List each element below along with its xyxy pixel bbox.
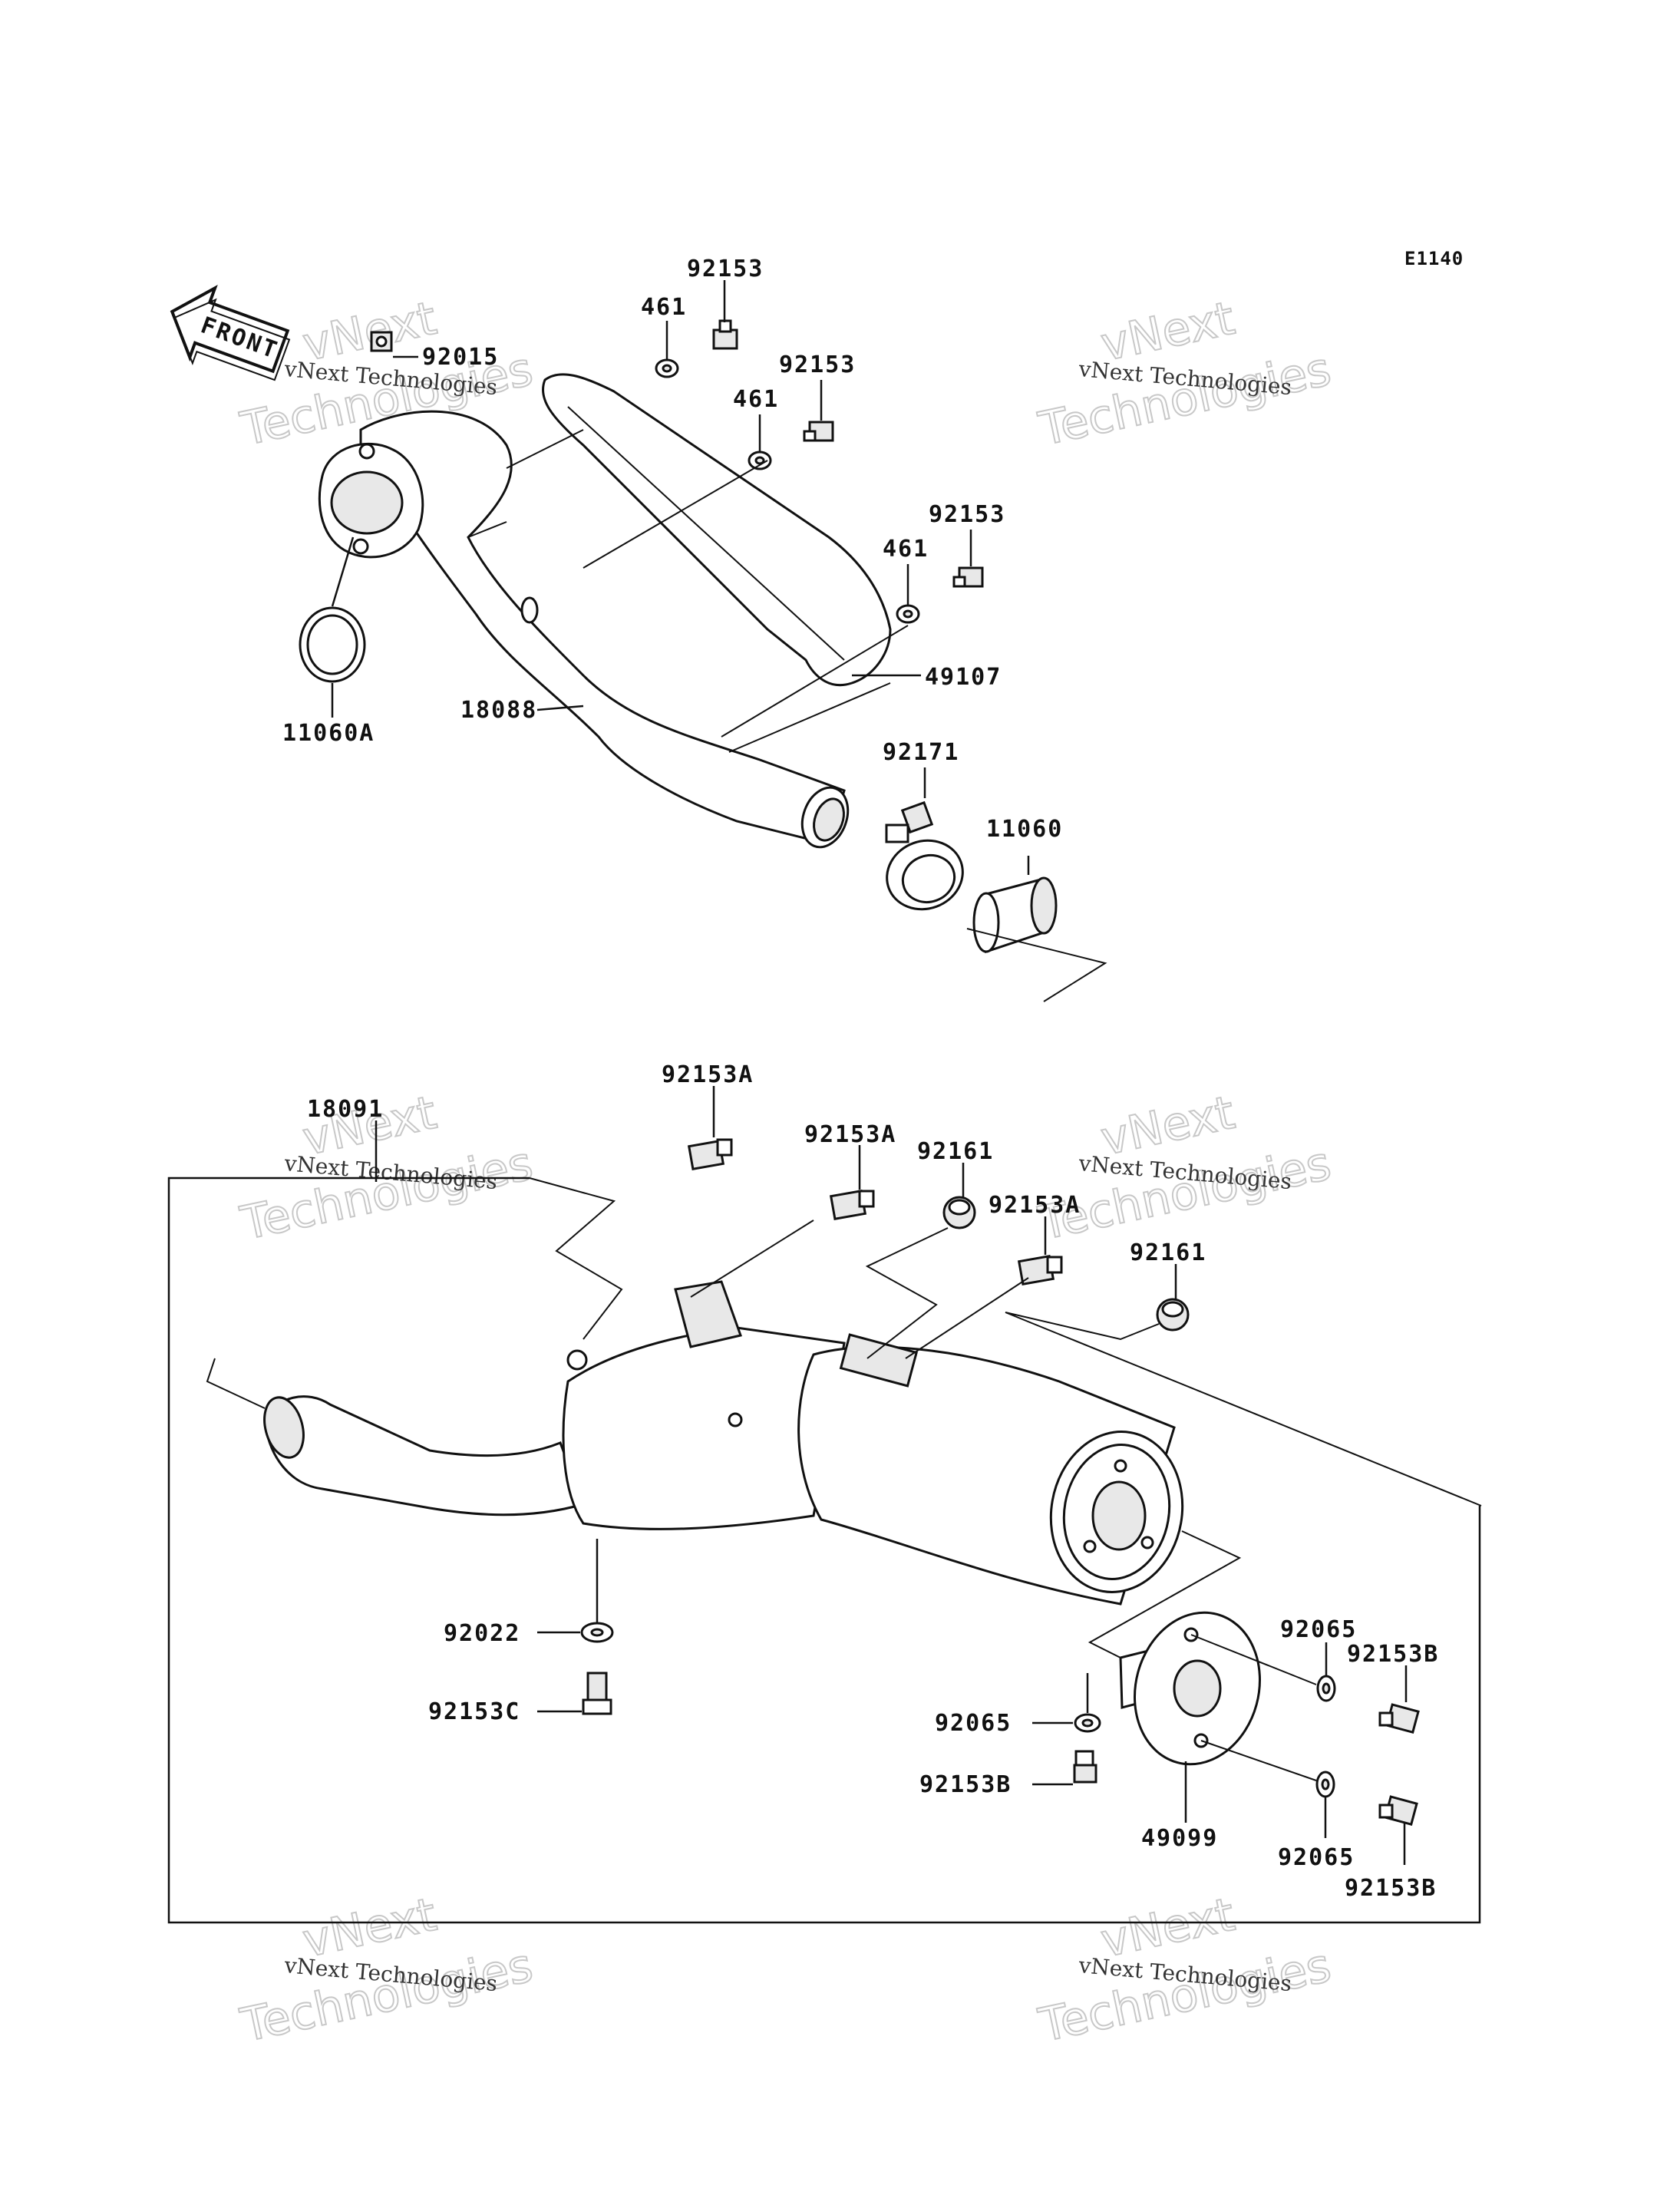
diagram-code: E1140	[1404, 248, 1464, 269]
label-92153a: 92153A	[804, 1121, 896, 1148]
grommet-92161-2	[1156, 1298, 1190, 1332]
washer-92065-2	[1316, 1675, 1336, 1702]
label-92153b: 92153B	[1345, 1875, 1437, 1902]
watermark-mid-right: vNext Technologies vNext Technologies	[1034, 1085, 1337, 1252]
label-92153b: 92153B	[1347, 1641, 1439, 1668]
label-92065: 92065	[1278, 1844, 1355, 1871]
washer-461-a	[655, 358, 679, 378]
watermark-bottom-right: vNext Technologies vNext Technologies	[1034, 1887, 1337, 2054]
bolt-92153a-2	[829, 1190, 875, 1220]
label-92153a: 92153A	[662, 1061, 754, 1088]
watermark-mid-left: vNext Technologies vNext Technologies	[236, 1085, 539, 1252]
bolt-92153b-3	[1378, 1795, 1418, 1827]
label-92065: 92065	[1280, 1616, 1357, 1643]
heat-guard-49107	[541, 373, 892, 687]
label-49107: 49107	[925, 664, 1002, 691]
label-461: 461	[883, 536, 929, 563]
label-92161: 92161	[1130, 1239, 1206, 1266]
bolt-92153-top	[712, 319, 738, 350]
label-92153b: 92153B	[919, 1771, 1012, 1798]
clamp-92171	[885, 800, 964, 911]
bolt-92153-mid	[803, 421, 834, 442]
bolt-92153a-3	[1017, 1255, 1063, 1285]
nut-92015	[370, 331, 393, 352]
label-49099: 49099	[1141, 1825, 1218, 1852]
label-92153: 92153	[929, 501, 1005, 528]
label-92171: 92171	[883, 739, 959, 766]
label-461: 461	[733, 386, 779, 413]
label-11060: 11060	[986, 816, 1063, 843]
lower-leader-lines	[206, 1086, 1482, 1865]
watermark-top-right: vNext Technologies vNext Technologies	[1034, 291, 1337, 457]
label-92153a: 92153A	[989, 1192, 1081, 1219]
label-92015: 92015	[422, 344, 499, 371]
muffler-18091	[263, 1280, 1184, 1606]
assembly-frame	[167, 1177, 1481, 1924]
grommet-92161-1	[942, 1196, 976, 1229]
sleeve-11060	[972, 876, 1058, 954]
washer-461-b	[748, 450, 772, 470]
label-11060a: 11060A	[282, 720, 375, 747]
label-92065: 92065	[935, 1710, 1012, 1737]
washer-92022	[580, 1622, 614, 1643]
watermark-bottom-left: vNext Technologies vNext Technologies	[236, 1887, 539, 2054]
label-18088: 18088	[460, 697, 537, 724]
label-92153: 92153	[779, 351, 856, 378]
header-pipe-18088	[318, 410, 850, 849]
bolt-92153b-1	[1073, 1750, 1097, 1784]
bolt-92153b-2	[1378, 1703, 1420, 1734]
label-18091: 18091	[307, 1096, 384, 1123]
label-461: 461	[641, 294, 687, 321]
label-92153: 92153	[687, 256, 764, 282]
washer-92065-1	[1074, 1713, 1101, 1733]
label-92022: 92022	[444, 1620, 520, 1647]
label-92161: 92161	[917, 1138, 994, 1165]
label-92153c: 92153C	[428, 1698, 520, 1725]
bolt-92153a-1	[687, 1138, 733, 1170]
bolt-92153c	[582, 1672, 612, 1715]
washer-461-c	[896, 604, 920, 624]
bolt-92153-right	[952, 566, 984, 588]
gasket-11060a	[299, 606, 366, 683]
upper-leader-lines	[331, 280, 1107, 1002]
washer-92065-3	[1315, 1771, 1335, 1798]
end-plate-49099	[1119, 1611, 1261, 1766]
front-arrow-icon: FRONT	[170, 285, 291, 381]
